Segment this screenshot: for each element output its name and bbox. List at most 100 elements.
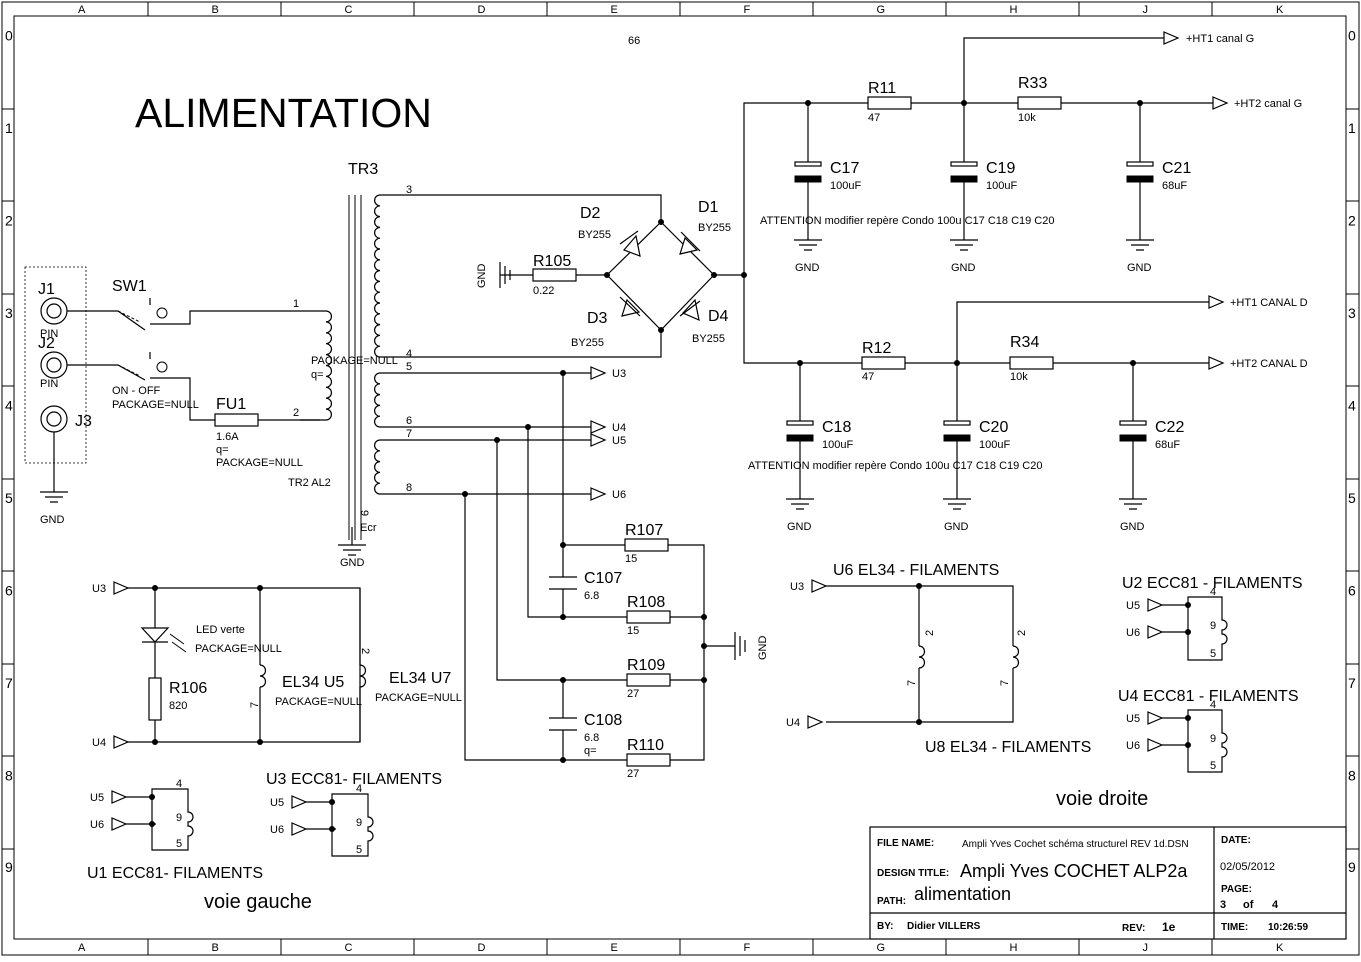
svg-text:q=: q= bbox=[311, 369, 324, 381]
pin-label: 9 bbox=[1210, 733, 1216, 745]
border-col-label: C bbox=[345, 942, 353, 954]
svg-text:27: 27 bbox=[627, 688, 639, 700]
svg-text:+HT1 canal G: +HT1 canal G bbox=[1186, 33, 1254, 45]
pin-label: 4 bbox=[356, 783, 362, 795]
pin-label: 5 bbox=[356, 844, 362, 856]
svg-text:SW1: SW1 bbox=[112, 278, 147, 295]
u6-label: U6 bbox=[612, 489, 626, 501]
svg-text:ON - OFF: ON - OFF bbox=[112, 385, 161, 397]
svg-text:15: 15 bbox=[625, 553, 637, 565]
u3-label: U3 bbox=[790, 581, 804, 593]
border-row-label: 5 bbox=[1348, 490, 1356, 506]
resistor-r11: R11 47 bbox=[867, 80, 912, 124]
j1-type: PIN bbox=[40, 328, 58, 340]
border-row-label: 0 bbox=[5, 28, 13, 44]
svg-text:820: 820 bbox=[169, 700, 187, 712]
svg-text:7: 7 bbox=[999, 680, 1011, 686]
gnd-label: GND bbox=[951, 262, 976, 274]
gnd-symbol: GND bbox=[40, 491, 68, 526]
svg-text:2: 2 bbox=[293, 407, 299, 419]
border-row-label: 3 bbox=[5, 305, 13, 321]
border-col-label: D bbox=[478, 942, 486, 954]
ht2-canal-g-port: +HT2 canal G bbox=[1212, 96, 1302, 110]
j2-type: PIN bbox=[40, 378, 58, 390]
c17-value: 100uF bbox=[830, 180, 861, 192]
border-col-label: A bbox=[78, 4, 86, 16]
u6-el34-label: U6 EL34 - FILAMENTS bbox=[833, 562, 999, 579]
svg-text:q=: q= bbox=[216, 444, 229, 456]
pin-label: 4 bbox=[1210, 586, 1216, 598]
svg-text:10k: 10k bbox=[1010, 371, 1028, 383]
el34-u5-label: EL34 U5 bbox=[282, 674, 344, 691]
connector-group-box bbox=[24, 266, 87, 464]
border-col-label: C bbox=[345, 4, 353, 16]
svg-text:TIME:: TIME: bbox=[1221, 922, 1248, 933]
fuse-fu1: FU1 1.6A q= PACKAGE=NULL bbox=[214, 396, 320, 469]
u5-label: U5 bbox=[90, 792, 104, 804]
pin-label: 5 bbox=[1210, 648, 1216, 660]
border-row-label: 6 bbox=[1348, 583, 1356, 599]
j3-ref: J3 bbox=[75, 413, 92, 430]
u5-label: U5 bbox=[1126, 600, 1140, 612]
svg-text:REV:: REV: bbox=[1122, 923, 1145, 934]
u3-input-port: U3 bbox=[790, 579, 828, 593]
svg-text:PACKAGE=NULL: PACKAGE=NULL bbox=[311, 355, 398, 367]
svg-text:6.8: 6.8 bbox=[584, 732, 599, 744]
u8-el34-label: U8 EL34 - FILAMENTS bbox=[925, 739, 1091, 756]
border-row-label: 4 bbox=[1348, 398, 1356, 414]
c21-value: 68uF bbox=[1162, 180, 1187, 192]
u2-ecc81-label: U2 ECC81 - FILAMENTS bbox=[1122, 575, 1302, 592]
svg-text:4: 4 bbox=[406, 348, 412, 360]
connector-j1: J1 PIN bbox=[38, 281, 68, 340]
resistor-r106: R106 820 bbox=[148, 677, 207, 721]
svg-text:R33: R33 bbox=[1018, 75, 1047, 92]
page-current: 3 bbox=[1220, 899, 1226, 911]
rectifier-bridge: D2 BY255 D1 BY255 D3 BY255 D4 BY255 bbox=[571, 199, 731, 349]
svg-text:R12: R12 bbox=[862, 340, 891, 357]
u6-port: U6 bbox=[590, 487, 626, 501]
u6-input-port: U6 bbox=[1126, 738, 1164, 752]
u6-input-port: U6 bbox=[1126, 625, 1164, 639]
date-value: 02/05/2012 bbox=[1220, 861, 1275, 873]
u4-port: U4 bbox=[590, 420, 626, 434]
u5-label: U5 bbox=[1126, 713, 1140, 725]
svg-text:GND: GND bbox=[40, 514, 65, 526]
border-row-label: 0 bbox=[1348, 28, 1356, 44]
u5-input-port: U5 bbox=[270, 795, 308, 809]
u5-label: U5 bbox=[612, 435, 626, 447]
u4-input-port: U4 bbox=[786, 715, 824, 729]
switch-sw1: SW1 ON - OFF PACKAGE=NULL bbox=[67, 278, 300, 421]
svg-text:BY255: BY255 bbox=[698, 222, 731, 234]
u6-label: U6 bbox=[90, 819, 104, 831]
border-row-label: 9 bbox=[1348, 859, 1356, 875]
border-col-label: A bbox=[78, 942, 86, 954]
border-col-label: J bbox=[1143, 942, 1149, 954]
c22-ref: C22 bbox=[1155, 419, 1184, 436]
author: Didier VILLERS bbox=[907, 921, 981, 932]
u6-input-port: U6 bbox=[270, 822, 308, 836]
svg-text:R108: R108 bbox=[627, 594, 665, 611]
svg-text:8: 8 bbox=[406, 482, 412, 494]
border-col-label: G bbox=[877, 4, 886, 16]
u5-input-port: U5 bbox=[90, 790, 128, 804]
u6-label: U6 bbox=[270, 824, 284, 836]
u4-label: U4 bbox=[612, 422, 626, 434]
svg-text:TR2 AL2: TR2 AL2 bbox=[288, 477, 331, 489]
svg-text:R11: R11 bbox=[868, 80, 896, 97]
svg-text:+HT1 CANAL D: +HT1 CANAL D bbox=[1230, 297, 1308, 309]
border-row-label: 4 bbox=[5, 398, 13, 414]
svg-text:2: 2 bbox=[1016, 630, 1028, 636]
c19-ref: C19 bbox=[986, 160, 1015, 177]
gnd-label: GND bbox=[787, 521, 812, 533]
svg-text:47: 47 bbox=[862, 371, 874, 383]
attention-note: ATTENTION modifier repère Condo 100u C17… bbox=[748, 460, 1043, 472]
c22-value: 68uF bbox=[1155, 439, 1180, 451]
page-total: 4 bbox=[1272, 899, 1279, 911]
svg-text:DESIGN TITLE:: DESIGN TITLE: bbox=[877, 868, 949, 879]
svg-text:5: 5 bbox=[406, 361, 412, 373]
border-row-label: 1 bbox=[5, 120, 13, 136]
